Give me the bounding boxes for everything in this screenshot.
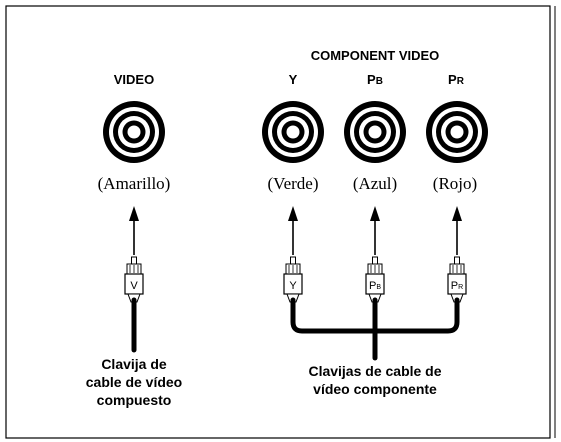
- component-caption: Clavijas de cable de vídeo componente: [280, 362, 470, 398]
- jack-y-icon: [262, 101, 324, 163]
- jack-color-pr: (Rojo): [432, 174, 478, 193]
- jack-label-pr: PR: [436, 72, 476, 87]
- jack-color-video: (Amarillo): [97, 174, 171, 193]
- arrow-up-icon: [288, 206, 298, 255]
- jack-label-pb-sub: B: [375, 76, 383, 87]
- arrow-up-icon: [452, 206, 462, 255]
- composite-caption-line-1: Clavija de: [101, 356, 167, 372]
- plug-v-label: V: [130, 280, 138, 292]
- component-video-heading: COMPONENT VIDEO: [310, 48, 440, 63]
- composite-caption-line-3: compuesto: [96, 392, 172, 408]
- jack-label-video: VIDEO: [113, 72, 155, 87]
- component-caption-line-2: vídeo componente: [313, 381, 437, 397]
- composite-caption-line-2: cable de vídeo: [85, 374, 183, 390]
- jack-color-pb: (Azul): [352, 174, 398, 193]
- jack-label-pb-main: P: [367, 72, 376, 87]
- arrow-group: [129, 206, 462, 255]
- arrow-up-icon: [370, 206, 380, 255]
- plug-y-label: Y: [289, 280, 297, 292]
- jack-label-pb: PB: [355, 72, 395, 87]
- jack-label-pr-sub: R: [456, 76, 464, 87]
- jack-pb-icon: [344, 101, 406, 163]
- plug-pb-label-sub: B: [376, 284, 381, 291]
- jack-pr-icon: [426, 101, 488, 163]
- composite-caption: Clavija de cable de vídeo compuesto: [64, 355, 204, 409]
- plug-v-icon: V: [124, 256, 144, 303]
- jack-group: [103, 101, 488, 163]
- diagram-border: [5, 5, 551, 439]
- jack-color-y: (Verde): [267, 174, 319, 193]
- plug-y-icon: Y: [283, 256, 303, 303]
- arrow-up-icon: [129, 206, 139, 255]
- plug-pb-icon: PB: [365, 256, 385, 303]
- jack-video-icon: [103, 101, 165, 163]
- plug-pr-icon: PR: [447, 256, 467, 303]
- jack-label-pr-main: P: [448, 72, 457, 87]
- cable-group: [131, 297, 460, 361]
- plug-pr-label-sub: R: [458, 284, 463, 291]
- plug-group: V Y PB PR: [124, 256, 467, 303]
- jack-label-y: Y: [288, 72, 298, 87]
- component-caption-line-1: Clavijas de cable de: [308, 363, 442, 379]
